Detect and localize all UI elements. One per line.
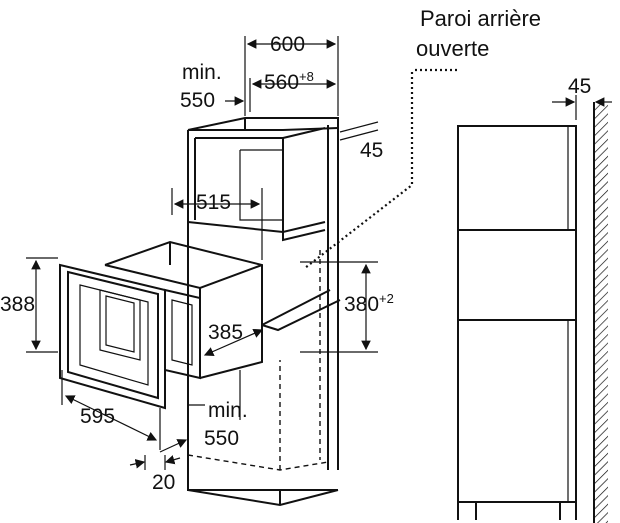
dim-560: 560+8: [264, 69, 314, 94]
dim-560-value: 560: [264, 71, 300, 94]
dim-min-top: min.: [182, 61, 222, 84]
dim-550-bottom: 550: [204, 427, 240, 450]
dim-600: 600: [270, 33, 306, 56]
back-wall-label: Paroi arrière: [420, 6, 542, 31]
dim-388: 388: [0, 293, 36, 316]
dim-380-value: 380: [344, 293, 380, 316]
side-view: [457, 95, 612, 523]
dim-385: 385: [208, 321, 244, 344]
dimension-lines: [26, 36, 460, 470]
dim-515: 515: [196, 191, 232, 214]
dim-560-sup: +8: [299, 69, 314, 84]
microwave: [59, 240, 341, 410]
dim-45-wall: 45: [568, 75, 592, 98]
dim-min-bottom: min.: [208, 399, 248, 422]
dim-20: 20: [152, 471, 176, 494]
dim-45-cabinet: 45: [360, 139, 384, 162]
dim-595: 595: [80, 405, 116, 428]
dim-380-sup: +2: [379, 291, 394, 306]
dim-380: 380+2: [344, 291, 394, 316]
cabinet: [187, 117, 339, 507]
dim-550-top: 550: [180, 89, 216, 112]
back-wall-label-2: ouverte: [416, 36, 490, 61]
